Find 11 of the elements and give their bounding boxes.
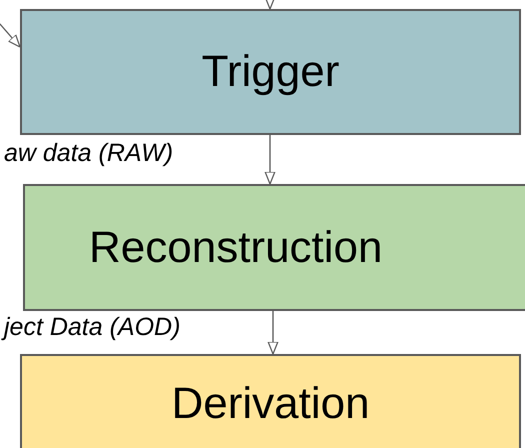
- box-label: Reconstruction: [89, 226, 382, 270]
- arrow: [264, 135, 276, 185]
- arrow: [268, 311, 278, 355]
- process-box: [20, 354, 521, 448]
- box-label: Derivation: [171, 382, 370, 426]
- edge-label: aw data (RAW): [3, 138, 174, 168]
- edge-label: ject Data (AOD): [0, 312, 184, 342]
- box-label: Trigger: [202, 50, 340, 94]
- process-box: [23, 184, 525, 311]
- arrow: [264, 0, 276, 10]
- process-box: [20, 9, 521, 135]
